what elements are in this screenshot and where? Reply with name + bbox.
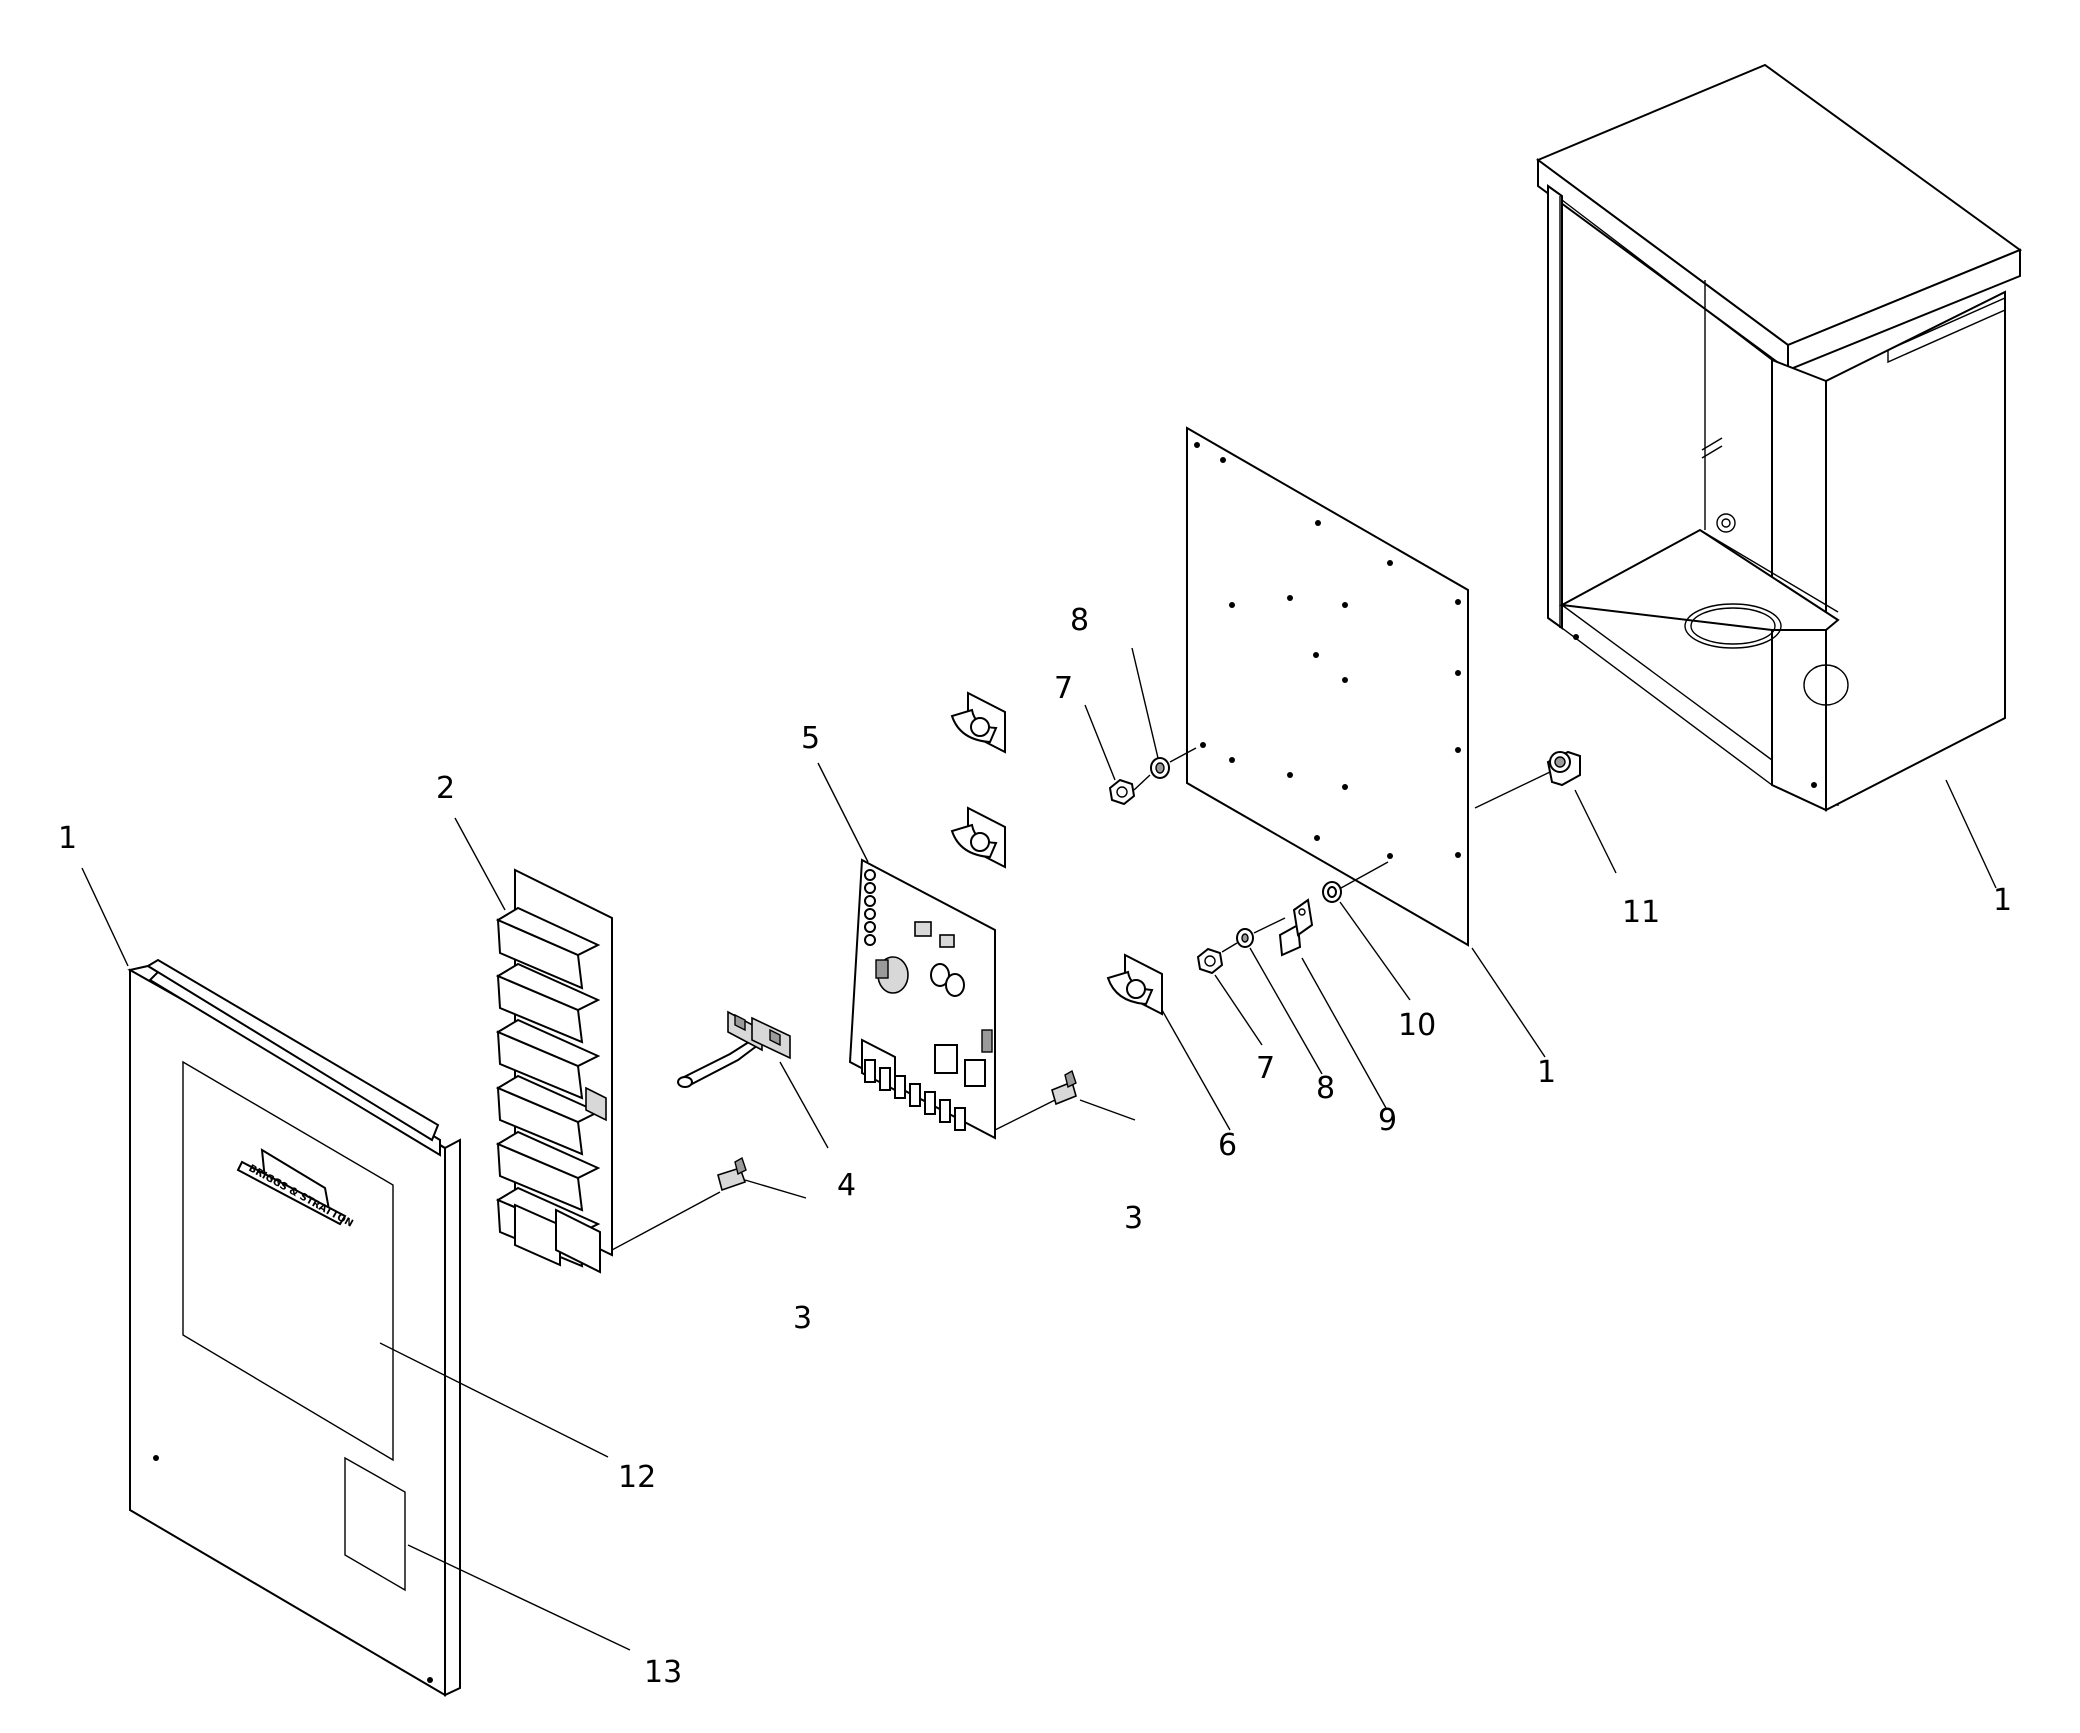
callout-ground-lug: 9 — [1378, 1103, 1397, 1138]
enclosure-box — [1535, 63, 2023, 812]
callout-control-board: 5 — [801, 721, 820, 756]
callout-lock-washer: 10 — [1398, 1008, 1436, 1043]
callout-nut-upper: 7 — [1054, 671, 1073, 706]
bushing — [1546, 750, 1581, 787]
callout-wire-lead-lower: 3 — [793, 1301, 812, 1336]
back-panel — [1186, 426, 1469, 947]
control-board — [848, 858, 1056, 1140]
callout-wire-lead-right: 3 — [1124, 1201, 1143, 1236]
callout-nut-lower: 7 — [1256, 1051, 1275, 1086]
wire-lead-lower — [717, 1156, 747, 1192]
callout-relay-board: 2 — [436, 771, 455, 806]
retainer-clip — [950, 691, 1006, 754]
nut-upper — [1108, 778, 1136, 806]
callout-bushing: 11 — [1622, 895, 1660, 930]
callout-back-panel: 1 — [1537, 1055, 1556, 1090]
retainer-clip — [950, 806, 1006, 869]
callouts: 1 2 3 4 5 6 7 8 3 7 8 9 10 1 11 1 12 13 — [58, 603, 2012, 1690]
wire-harness — [677, 1010, 791, 1088]
callout-retainer-clips: 6 — [1218, 1128, 1237, 1163]
callout-washer-upper: 8 — [1070, 603, 1089, 638]
retainer-clip — [1106, 953, 1163, 1016]
lock-washer — [1322, 881, 1342, 903]
callout-enclosure: 1 — [1993, 883, 2012, 918]
washer-lower — [1236, 928, 1254, 948]
callout-decal-label: 13 — [644, 1655, 682, 1690]
washer-upper — [1150, 757, 1170, 779]
ground-lug — [1278, 898, 1314, 957]
nut-lower — [1196, 947, 1224, 975]
leader-lines — [81, 647, 1997, 1651]
callout-washer-lower: 8 — [1316, 1071, 1335, 1106]
callout-window-label: 12 — [618, 1460, 656, 1495]
wire-lead-right — [1051, 1069, 1077, 1106]
callout-wire-harness: 4 — [837, 1168, 856, 1203]
relay-board — [495, 868, 721, 1274]
front-cover: BRIGGS & STRATTON — [127, 958, 461, 1697]
callout-cover-left: 1 — [58, 821, 77, 856]
